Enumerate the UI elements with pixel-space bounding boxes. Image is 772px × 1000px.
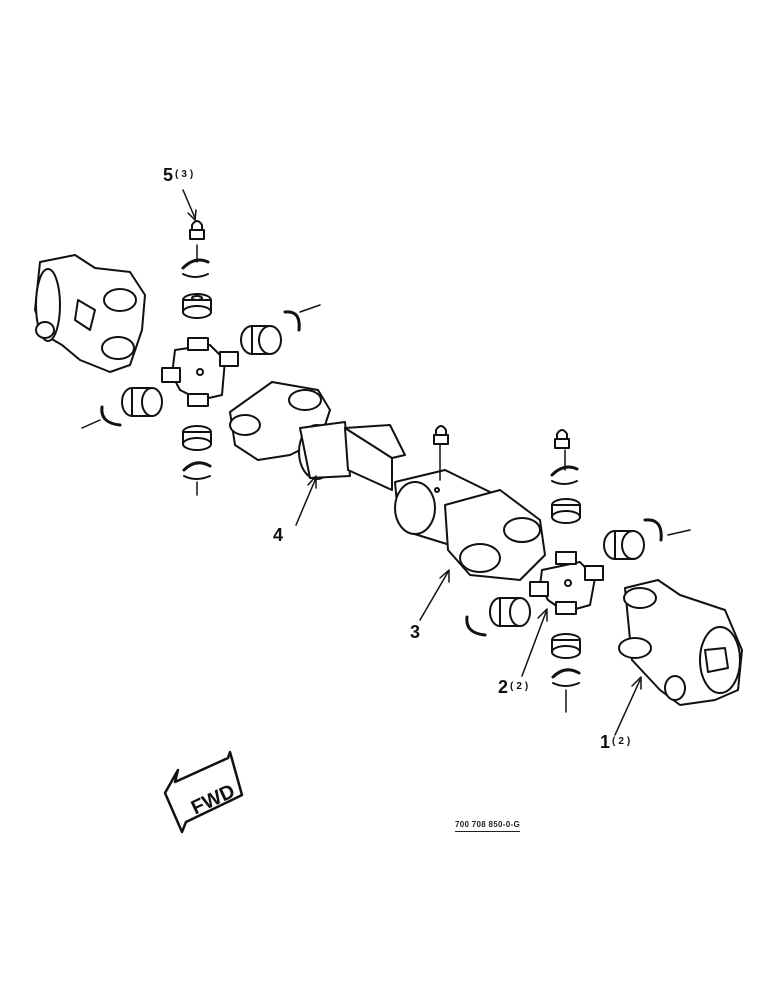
outer-tube-yoke xyxy=(394,469,546,581)
drawing-number: 700 708 850-0-G xyxy=(455,820,520,832)
left-yoke xyxy=(34,254,146,373)
grease-fitting-top-left xyxy=(189,220,205,240)
leader-lines xyxy=(182,189,642,736)
right-yoke xyxy=(618,579,743,706)
forward-arrow-icon xyxy=(163,750,244,834)
callout-4: 4 xyxy=(273,525,283,546)
inner-shaft-yoke xyxy=(229,381,406,491)
callout-number: 4 xyxy=(273,525,284,545)
callout-qty: (3) xyxy=(175,169,197,180)
callout-2: 2(2) xyxy=(498,677,531,698)
callout-qty: (2) xyxy=(510,681,532,692)
callout-number: 1 xyxy=(600,732,611,752)
callout-3: 3 xyxy=(410,622,420,643)
grease-fitting-middle xyxy=(433,425,449,445)
grease-fitting-right xyxy=(554,429,570,449)
cross-kit-right xyxy=(465,465,663,687)
callout-qty: (2) xyxy=(612,736,634,747)
cross-kit-left xyxy=(100,258,301,480)
callout-5: 5(3) xyxy=(163,165,196,186)
callout-number: 2 xyxy=(498,677,509,697)
callout-1: 1(2) xyxy=(600,732,633,753)
axis-lines xyxy=(81,244,691,713)
callout-number: 3 xyxy=(410,622,421,642)
callout-number: 5 xyxy=(163,165,174,185)
